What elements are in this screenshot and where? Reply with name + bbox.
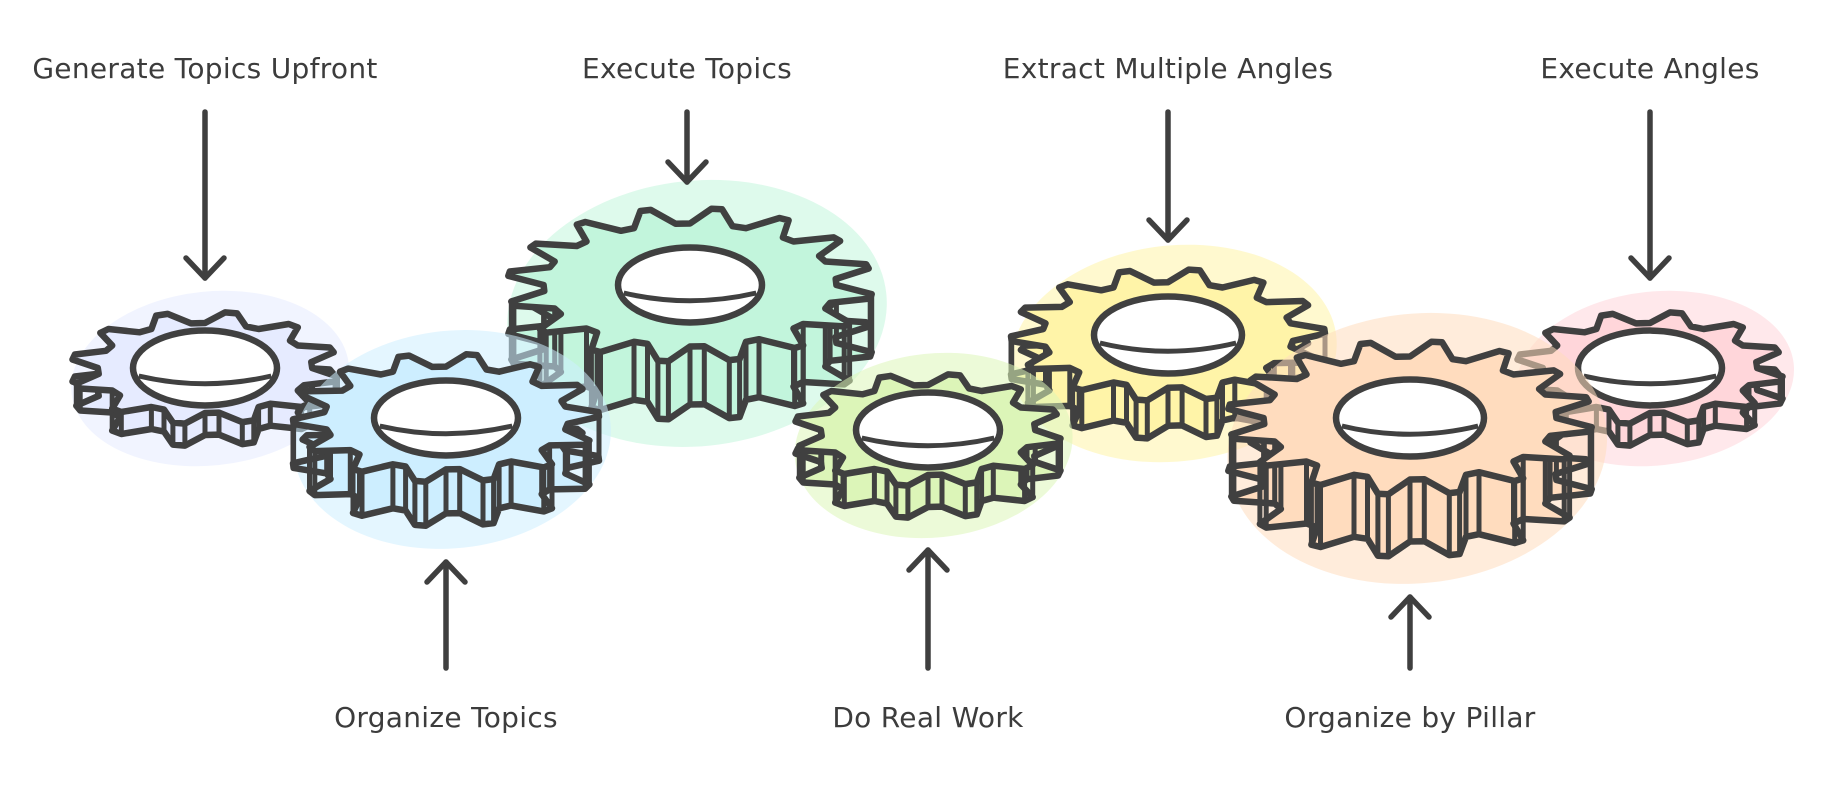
gears-group — [69, 179, 1795, 584]
gear-pink-hole-inner — [1583, 373, 1717, 387]
gear-mint-hole — [614, 244, 766, 326]
gear-lavender-hole — [129, 327, 281, 409]
gear-sky-hole — [370, 377, 522, 459]
arrow-do-real-work — [906, 547, 950, 671]
gear-lavender — [69, 290, 350, 467]
label-organize-topics: Organize Topics — [334, 701, 558, 734]
gear-sky — [289, 330, 611, 549]
gear-sky-hole-inner — [379, 423, 513, 437]
arrow-execute-angles — [1628, 109, 1672, 281]
gear-yellow-hole — [1090, 293, 1246, 377]
gear-lavender-hole-inner — [138, 373, 272, 387]
labels-group: Generate Topics Upfront Execute Topics E… — [32, 52, 1759, 734]
label-execute-topics: Execute Topics — [582, 52, 792, 85]
gear-yellow-hole-inner — [1099, 340, 1237, 354]
label-do-real-work: Do Real Work — [832, 701, 1024, 734]
label-extract-multiple-angles: Extract Multiple Angles — [1003, 52, 1333, 85]
label-organize-by-pillar: Organize by Pillar — [1284, 701, 1535, 734]
gear-pink-hole — [1574, 327, 1726, 409]
label-execute-angles: Execute Angles — [1540, 52, 1759, 85]
gear-lime-hole — [852, 389, 1004, 471]
label-generate-topics-upfront: Generate Topics Upfront — [32, 52, 377, 85]
arrow-extract-angles — [1146, 109, 1190, 243]
arrow-organize-by-pillar — [1388, 594, 1432, 671]
gear-mint-hole-inner — [623, 290, 757, 304]
gear-mint — [505, 179, 887, 447]
arrows-group — [183, 109, 1672, 671]
gear-peach-hole — [1332, 376, 1488, 460]
gear-lime-hole-inner — [861, 435, 995, 449]
gear-peach-hole-inner — [1341, 423, 1479, 437]
gear-lime — [792, 352, 1073, 539]
arrow-execute-topics — [665, 109, 709, 185]
arrow-organize-topics — [424, 559, 468, 671]
gear-peach — [1225, 312, 1608, 584]
arrow-generate-topics — [183, 109, 227, 281]
